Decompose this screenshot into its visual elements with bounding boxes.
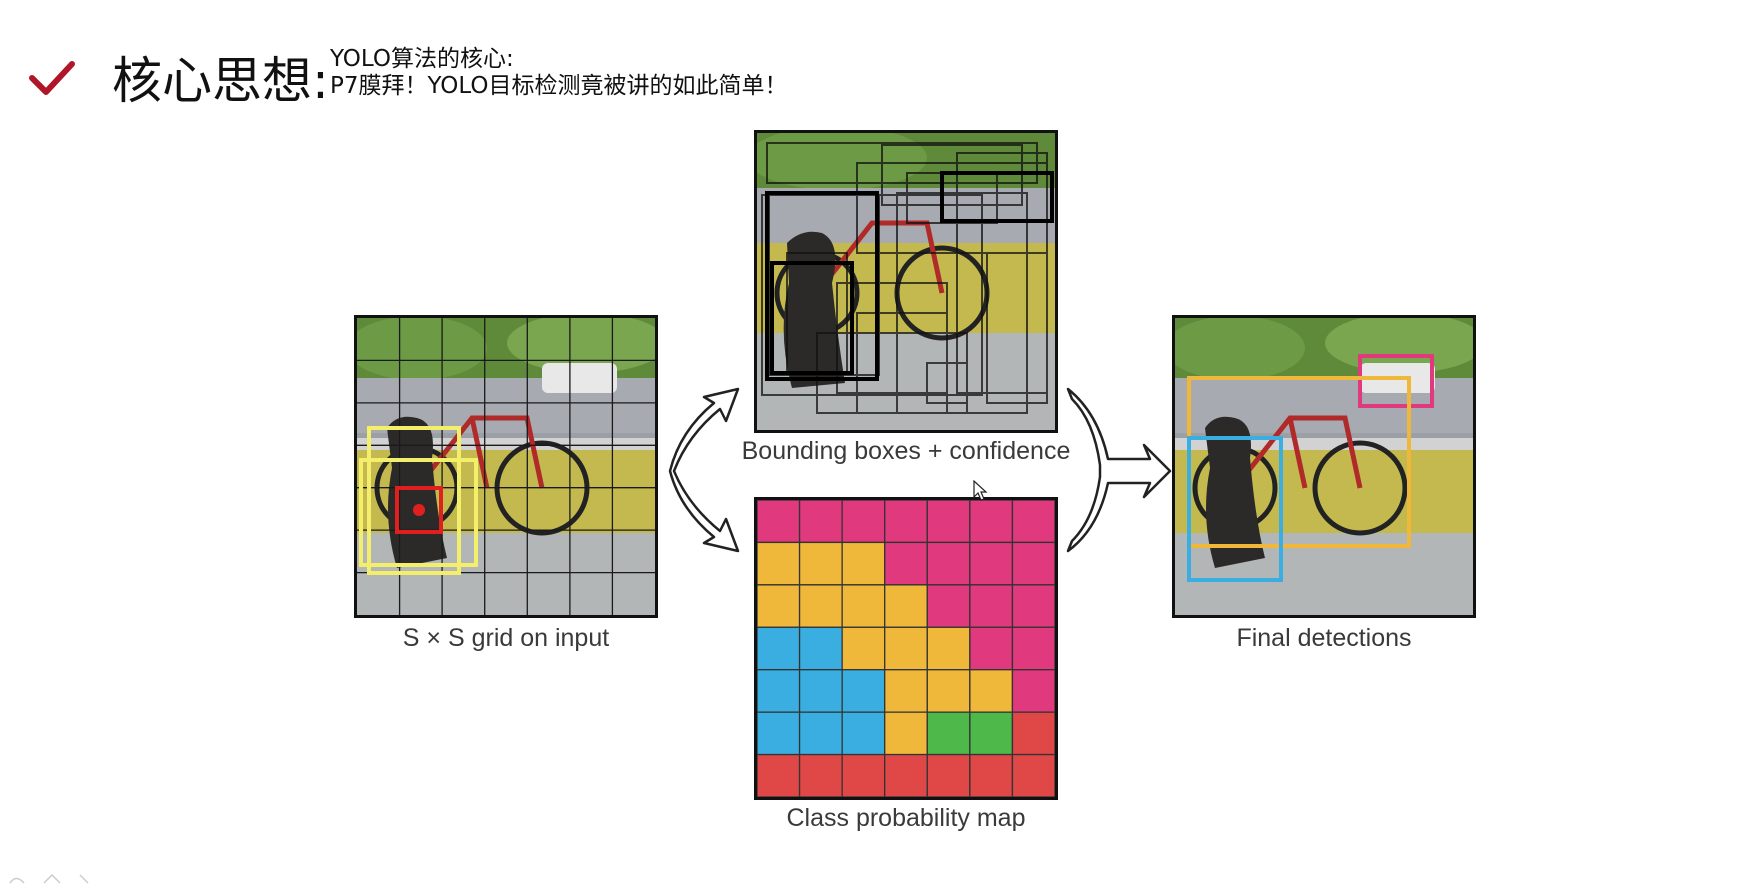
class-cell-yellow xyxy=(757,584,801,628)
class-cell-red xyxy=(841,753,886,797)
class-cell-red xyxy=(1011,753,1055,797)
class-cell-blue xyxy=(757,711,801,756)
class-cell-yellow xyxy=(798,541,843,586)
class-cell-pink xyxy=(969,541,1014,586)
class-cell-yellow xyxy=(969,669,1014,713)
class-cell-pink xyxy=(1011,626,1055,671)
class-cell-pink xyxy=(884,541,928,586)
split-arrow-icon xyxy=(668,387,740,553)
class-cell-red xyxy=(798,753,843,797)
class-cell-blue xyxy=(757,669,801,713)
class-cell-pink xyxy=(926,584,971,628)
class-cell-red xyxy=(884,753,928,797)
final-detections-image xyxy=(1172,315,1476,618)
slide-title: 核心思想: xyxy=(112,52,329,110)
class-cell-yellow xyxy=(841,626,886,671)
class-cell-yellow xyxy=(926,626,971,671)
class-cell-green xyxy=(926,711,971,756)
class-cell-yellow xyxy=(841,584,886,628)
class-cell-yellow xyxy=(884,669,928,713)
final-detections-caption: Final detections xyxy=(1236,624,1412,652)
slide-subtitle-line-1: YOLO算法的核心: xyxy=(330,46,514,72)
input-grid-image xyxy=(354,315,658,618)
class-cell-pink xyxy=(969,626,1014,671)
class-cell-green xyxy=(969,711,1014,756)
class-cell-pink xyxy=(841,500,886,544)
slide-header: 核心思想: YOLO算法的核心: P7膜拜！YOLO目标检测竟被讲的如此简单！ xyxy=(0,0,1759,120)
checkmark-icon xyxy=(29,61,75,95)
class-cell-pink xyxy=(969,584,1014,628)
class-cell-pink xyxy=(969,500,1014,544)
class-cell-pink xyxy=(798,500,843,544)
class-cell-red xyxy=(1011,711,1055,756)
class-cell-red xyxy=(969,753,1014,797)
class-cell-yellow xyxy=(926,669,971,713)
class-probability-caption: Class probability map xyxy=(786,804,1026,832)
class-cell-blue xyxy=(798,711,843,756)
mouse-pointer-icon xyxy=(973,480,988,501)
class-probability-map xyxy=(754,497,1058,800)
slide-subtitle-line-2: P7膜拜！YOLO目标检测竟被讲的如此简单！ xyxy=(330,73,788,99)
class-cell-red xyxy=(757,753,801,797)
class-cell-blue xyxy=(798,669,843,713)
input-caption: S × S grid on input xyxy=(402,624,610,652)
class-cell-yellow xyxy=(841,541,886,586)
bounding-boxes-image xyxy=(754,130,1058,433)
class-cell-red xyxy=(926,753,971,797)
class-cell-pink xyxy=(926,500,971,544)
class-cell-pink xyxy=(1011,541,1055,586)
class-cell-yellow xyxy=(757,541,801,586)
class-cell-blue xyxy=(798,626,843,671)
class-cell-pink xyxy=(1011,669,1055,713)
class-cell-pink xyxy=(926,541,971,586)
merge-arrow-icon xyxy=(1066,387,1172,553)
bounding-boxes-caption: Bounding boxes + confidence xyxy=(741,437,1071,465)
slide-nav-controls[interactable] xyxy=(6,874,96,884)
class-cell-yellow xyxy=(884,584,928,628)
class-cell-yellow xyxy=(884,711,928,756)
class-cell-pink xyxy=(1011,584,1055,628)
class-cell-yellow xyxy=(884,626,928,671)
class-cell-pink xyxy=(1011,500,1055,544)
class-cell-blue xyxy=(757,626,801,671)
class-cell-pink xyxy=(884,500,928,544)
class-cell-blue xyxy=(841,669,886,713)
class-cell-pink xyxy=(757,500,801,544)
class-cell-blue xyxy=(841,711,886,756)
class-cell-yellow xyxy=(798,584,843,628)
